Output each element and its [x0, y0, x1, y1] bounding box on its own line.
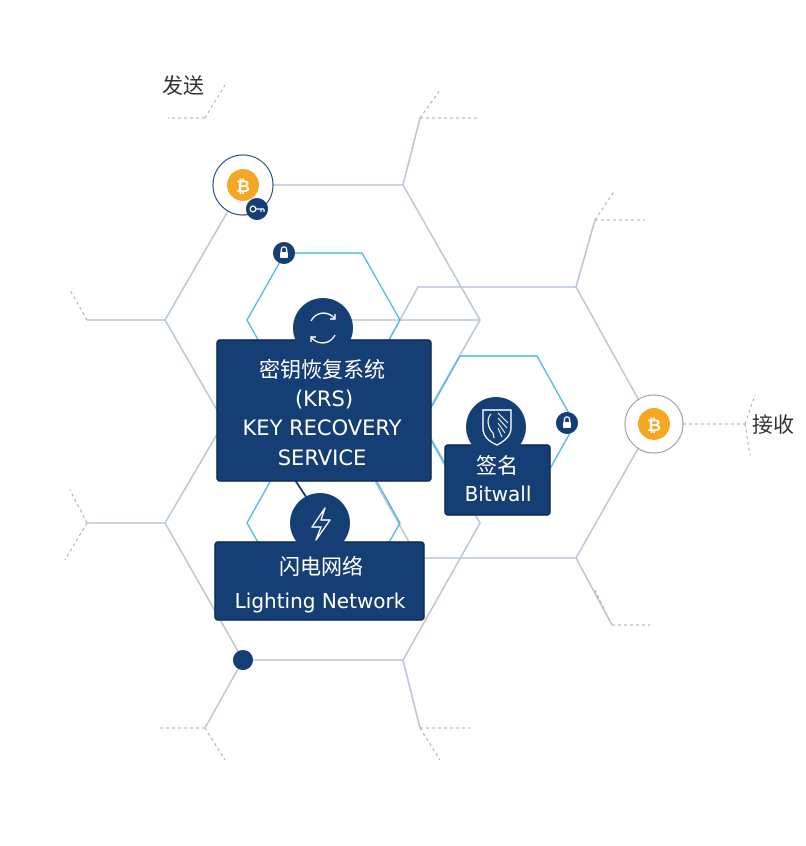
lightning-title-en: Lighting Network — [235, 589, 406, 613]
lightning-title-cn: 闪电网络 — [279, 555, 363, 579]
bitwall-logo-icon — [482, 409, 512, 446]
receive-label: 接收 — [752, 413, 794, 437]
bitcoin-icon — [638, 408, 670, 440]
bitwall-title-en: Bitwall — [465, 482, 532, 506]
krs-box[interactable]: 密钥恢复系统 (KRS) KEY RECOVERY SERVICE — [216, 298, 432, 482]
lightning-icon — [311, 507, 331, 541]
node-dot — [233, 650, 253, 670]
krs-title-en-1: KEY RECOVERY — [243, 416, 402, 440]
lightning-box[interactable]: 闪电网络 Lighting Network — [214, 493, 425, 621]
bitcoin-symbol: ₿ — [236, 177, 250, 197]
send-label: 发送 — [162, 74, 204, 98]
key-icon — [246, 198, 268, 220]
sync-icon — [310, 312, 336, 344]
receiver-bitcoin[interactable]: ₿ — [624, 394, 684, 454]
krs-abbr: (KRS) — [295, 387, 353, 411]
bitcoin-icon — [227, 169, 259, 201]
bitwall-title-cn: 签名 — [476, 454, 518, 478]
sender-bitcoin[interactable]: ₿ — [212, 154, 274, 220]
bitwall-box[interactable]: 签名 Bitwall — [444, 397, 551, 516]
krs-title-en-2: SERVICE — [278, 446, 367, 470]
lock-icon — [273, 242, 295, 264]
lock-icon — [556, 412, 578, 434]
bitcoin-symbol: ₿ — [647, 416, 661, 436]
krs-title-cn: 密钥恢复系统 — [259, 358, 385, 382]
